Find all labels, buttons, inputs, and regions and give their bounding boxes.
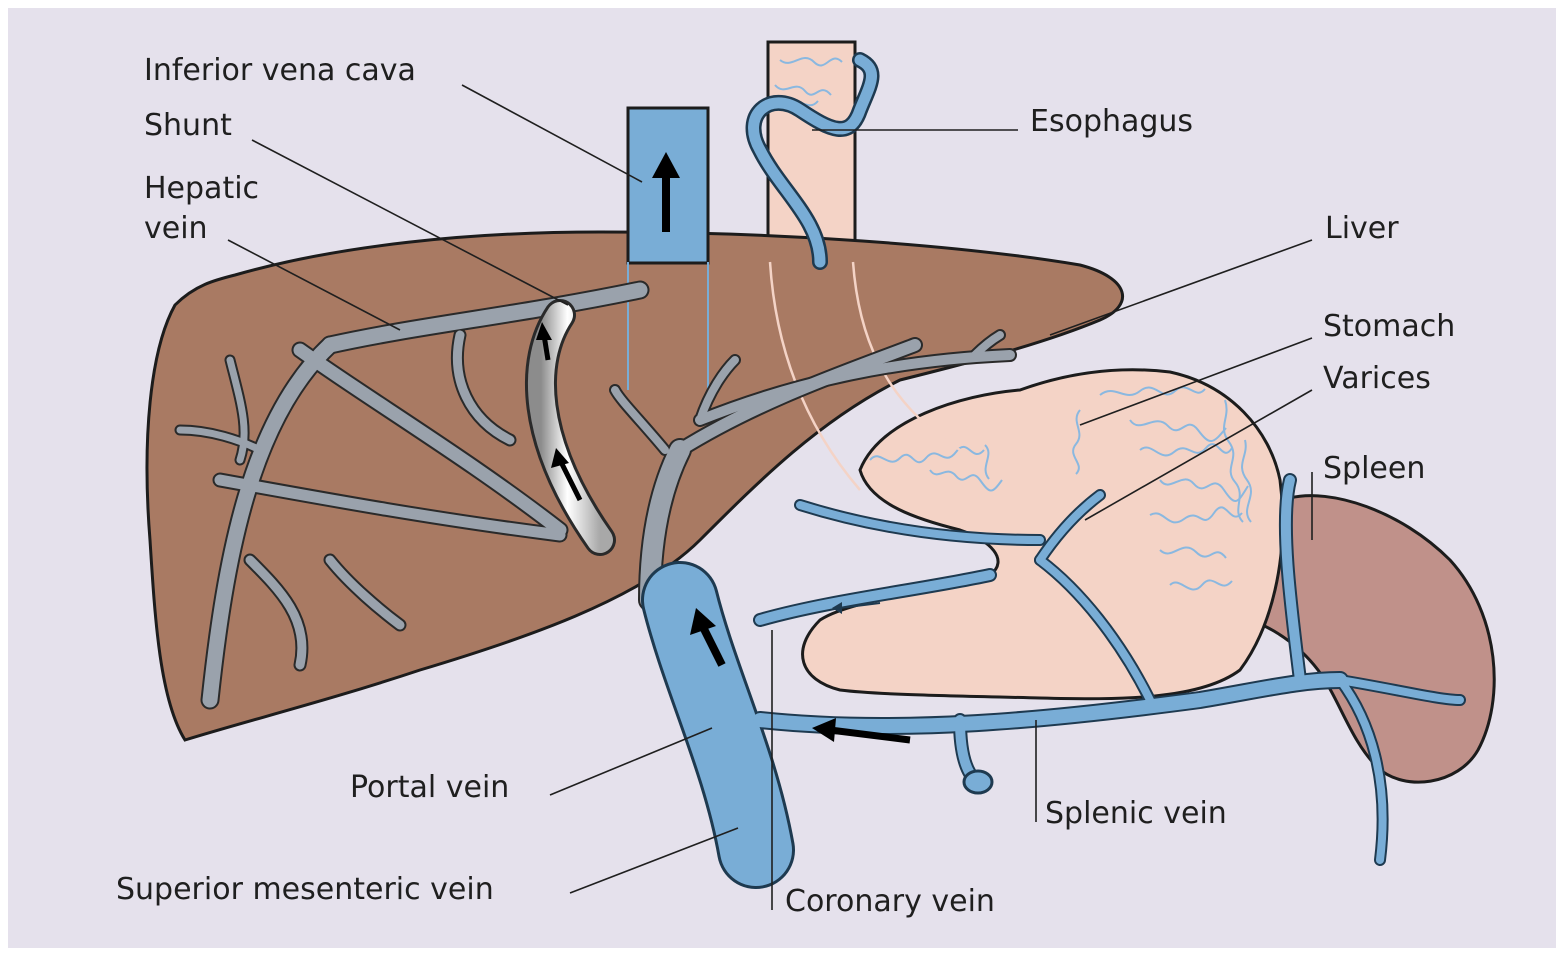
label-esophagus: Esophagus — [1030, 104, 1193, 139]
label-shunt: Shunt — [144, 108, 232, 143]
label-stomach: Stomach — [1323, 309, 1455, 344]
label-spleen: Spleen — [1323, 451, 1425, 486]
label-liver: Liver — [1325, 211, 1399, 246]
label-inferior-vena-cava: Inferior vena cava — [144, 53, 416, 88]
label-portal-vein: Portal vein — [350, 770, 509, 805]
label-varices: Varices — [1323, 361, 1431, 396]
vessel-cross-section — [964, 771, 992, 793]
label-hepatic-vein-line1: Hepatic — [144, 171, 259, 206]
label-hepatic-vein-line2: vein — [144, 211, 208, 246]
label-splenic-vein: Splenic vein — [1045, 796, 1227, 831]
label-superior-mesenteric-vein: Superior mesenteric vein — [116, 872, 494, 907]
label-coronary-vein: Coronary vein — [785, 884, 995, 919]
